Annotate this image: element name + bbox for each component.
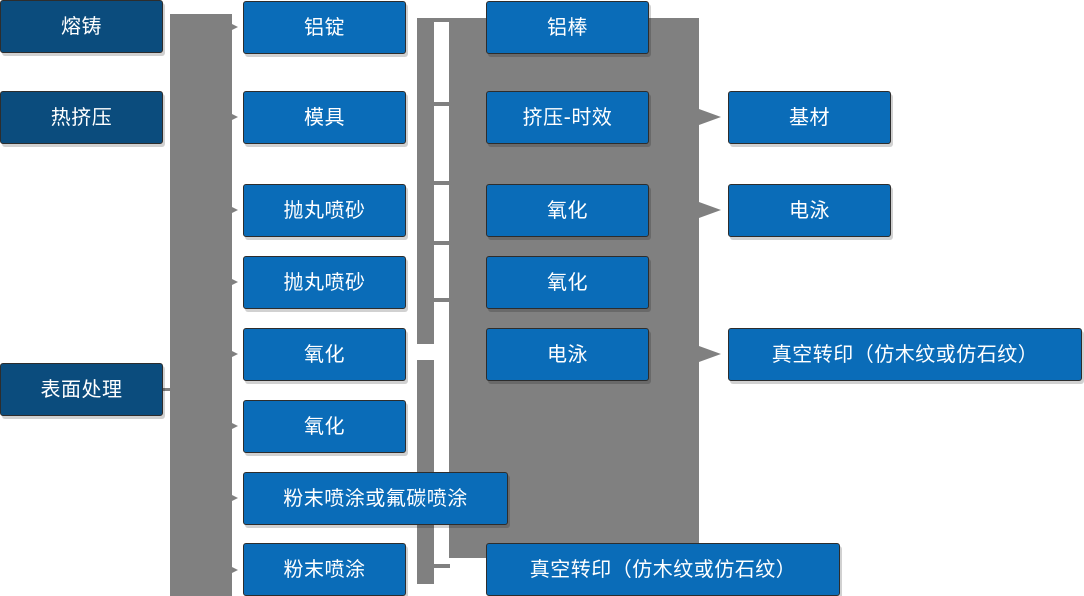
- node-stage-surface-treatment[interactable]: 表面处理: [0, 363, 163, 416]
- node-process-powder-coating[interactable]: 粉末喷涂: [243, 543, 406, 596]
- node-label: 真空转印（仿木纹或仿石纹）: [529, 557, 797, 581]
- node-label: 挤压-时效: [522, 105, 613, 129]
- node-label: 电泳: [547, 342, 588, 366]
- node-label: 真空转印（仿木纹或仿石纹）: [771, 342, 1039, 366]
- node-process-shot-blasting-1[interactable]: 抛丸喷砂: [243, 184, 406, 237]
- node-label: 表面处理: [40, 377, 123, 401]
- node-label: 熔铸: [61, 14, 102, 38]
- node-treatment-oxidation-1[interactable]: 氧化: [486, 184, 649, 237]
- node-treatment-oxidation-2[interactable]: 氧化: [486, 256, 649, 309]
- node-label: 氧化: [304, 342, 345, 366]
- node-label: 模具: [304, 105, 345, 129]
- arrow-shafts-column4: [699, 114, 711, 357]
- node-process-aluminium-ingot[interactable]: 铝锭: [243, 1, 406, 54]
- node-process-shot-blasting-2[interactable]: 抛丸喷砂: [243, 256, 406, 309]
- node-output-substrate[interactable]: 基材: [728, 91, 891, 144]
- node-label: 抛丸喷砂: [283, 198, 366, 222]
- node-output-electrophoresis[interactable]: 电泳: [728, 184, 891, 237]
- node-process-oxidation-2[interactable]: 氧化: [243, 400, 406, 453]
- node-process-oxidation-1[interactable]: 氧化: [243, 328, 406, 381]
- node-stage-hot-extrusion[interactable]: 热挤压: [0, 91, 163, 144]
- node-output-vacuum-transfer-printing[interactable]: 真空转印（仿木纹或仿石纹）: [728, 328, 1082, 381]
- node-treatment-electrophoresis[interactable]: 电泳: [486, 328, 649, 381]
- node-label: 铝锭: [304, 15, 345, 39]
- node-label: 粉末喷涂: [283, 557, 366, 581]
- arrowheads-column4: [699, 109, 721, 362]
- node-label: 粉末喷涂或氟碳喷涂: [283, 486, 468, 510]
- node-process-mould[interactable]: 模具: [243, 91, 406, 144]
- node-treatment-vacuum-transfer-printing[interactable]: 真空转印（仿木纹或仿石纹）: [486, 543, 840, 596]
- node-label: 铝棒: [547, 15, 588, 39]
- node-label: 基材: [789, 105, 830, 129]
- node-label: 氧化: [304, 414, 345, 438]
- node-label: 氧化: [547, 270, 588, 294]
- node-process-powder-or-fluorocarbon-coating[interactable]: 粉末喷涂或氟碳喷涂: [243, 472, 508, 525]
- node-label: 抛丸喷砂: [283, 270, 366, 294]
- stage-link-stub: [163, 388, 185, 391]
- node-label: 热挤压: [50, 105, 113, 129]
- node-treatment-aluminium-bar[interactable]: 铝棒: [486, 1, 649, 54]
- node-stage-melting[interactable]: 熔铸: [0, 0, 163, 53]
- connector-band-left: [170, 14, 232, 596]
- node-label: 电泳: [789, 198, 830, 222]
- node-label: 氧化: [547, 198, 588, 222]
- node-treatment-extrusion-aging[interactable]: 挤压-时效: [486, 91, 649, 144]
- arrowheads-column2: [222, 19, 238, 578]
